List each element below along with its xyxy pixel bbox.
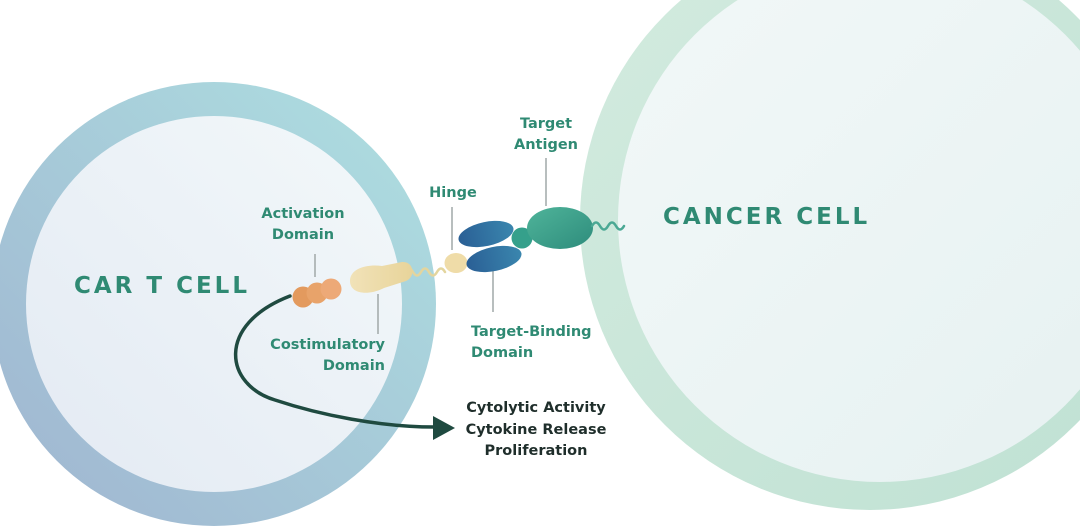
outcome-item: Cytolytic Activity bbox=[466, 400, 606, 416]
target-binding-domain-upper bbox=[458, 220, 514, 248]
activation-domain-label: Activation Domain bbox=[248, 204, 358, 246]
outcome-item: Cytokine Release bbox=[465, 421, 607, 438]
hinge-shape bbox=[444, 253, 468, 273]
target-antigen-stem bbox=[511, 227, 533, 249]
costimulatory-domain-label-line2: Domain bbox=[322, 358, 385, 374]
signal-arrowhead bbox=[433, 416, 455, 440]
outcome-item: Proliferation bbox=[484, 443, 588, 459]
target-binding-domain-label-line2: Domain bbox=[471, 345, 534, 361]
costimulatory-domain-shape bbox=[350, 261, 413, 293]
activation-domain-label-line2: Domain bbox=[271, 227, 335, 243]
target-antigen-label-line2: Antigen bbox=[514, 137, 578, 153]
cancer-cell-cytoplasm bbox=[618, 0, 1080, 482]
costimulatory-domain-label-line1: Costimulatory bbox=[270, 337, 385, 353]
signal-arrow-path bbox=[233, 294, 437, 429]
target-antigen-label-line1: Target bbox=[519, 116, 573, 132]
effector-outcomes-list: Cytolytic Activity Cytokine Release Prol… bbox=[453, 398, 619, 463]
target-binding-domain-label-line1: Target-Binding bbox=[471, 324, 592, 340]
activation-domain-label-line1: Activation bbox=[261, 206, 345, 222]
antigen-anchor-linker bbox=[590, 221, 626, 231]
hinge-label: Hinge bbox=[429, 185, 477, 201]
costimulatory-domain-label: Costimulatory Domain bbox=[250, 335, 385, 377]
target-antigen-shape bbox=[527, 207, 593, 249]
target-binding-domain-lower bbox=[466, 245, 522, 273]
cancer-cell-title: CANCER CELL bbox=[663, 204, 871, 230]
car-t-cell-cytoplasm bbox=[26, 116, 402, 492]
car-t-cell-title: CAR T CELL bbox=[74, 273, 250, 299]
activation-domain-unit bbox=[320, 278, 342, 300]
target-antigen-label: Target Antigen bbox=[506, 114, 586, 156]
target-binding-domain-label: Target-Binding Domain bbox=[471, 322, 592, 364]
